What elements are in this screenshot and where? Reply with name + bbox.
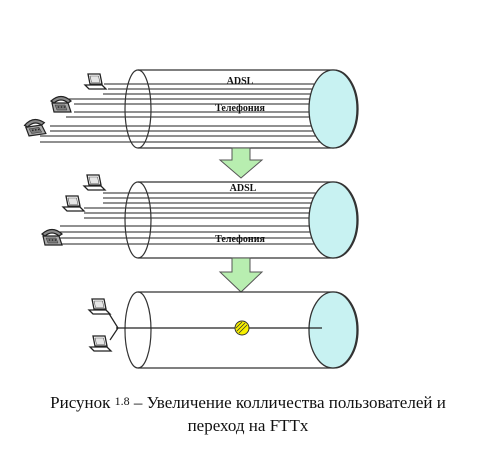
caption-number: 1.8 [114, 394, 130, 408]
laptop-icon [62, 195, 85, 212]
caption-prefix: Рисунок [50, 393, 115, 412]
stage-1: ADSL Телефония [23, 69, 359, 149]
telephone-icon [41, 228, 63, 246]
stage-3-tube [124, 291, 359, 369]
stage-1-telephony-label: Телефония [215, 103, 265, 114]
fiber-node-icon [234, 320, 250, 336]
telephone-icon [50, 95, 72, 113]
laptop-icon [83, 174, 106, 191]
caption-text-line1: – Увеличение колличества пользователей и [129, 393, 446, 412]
laptop-icon [89, 335, 112, 352]
caption-text-line2: переход на FTTx [187, 416, 309, 435]
stage-1-cable-bundle [40, 83, 320, 143]
stage-2-adsl-label: ADSL [230, 183, 257, 194]
stage-2-cable-bundle [60, 192, 320, 245]
stage-2-telephony-label: Телефония [215, 234, 265, 245]
stage-3 [88, 291, 359, 369]
stage-2: ADSL Телефония [41, 174, 359, 259]
figure-caption-line1: Рисунок 1.8 – Увеличение колличества пол… [0, 393, 496, 413]
figure-caption-line2: переход на FTTx [0, 416, 496, 436]
laptop-icon [84, 73, 107, 90]
stage-1-tube [124, 69, 359, 149]
telephone-icon [23, 117, 47, 137]
transition-arrow-1 [218, 147, 264, 179]
stage-1-adsl-label: ADSL [227, 76, 254, 87]
transition-arrow-2 [218, 257, 264, 293]
laptop-icon [88, 298, 111, 315]
stage-3-fiber-line [107, 311, 322, 341]
stage-2-tube [124, 181, 359, 259]
